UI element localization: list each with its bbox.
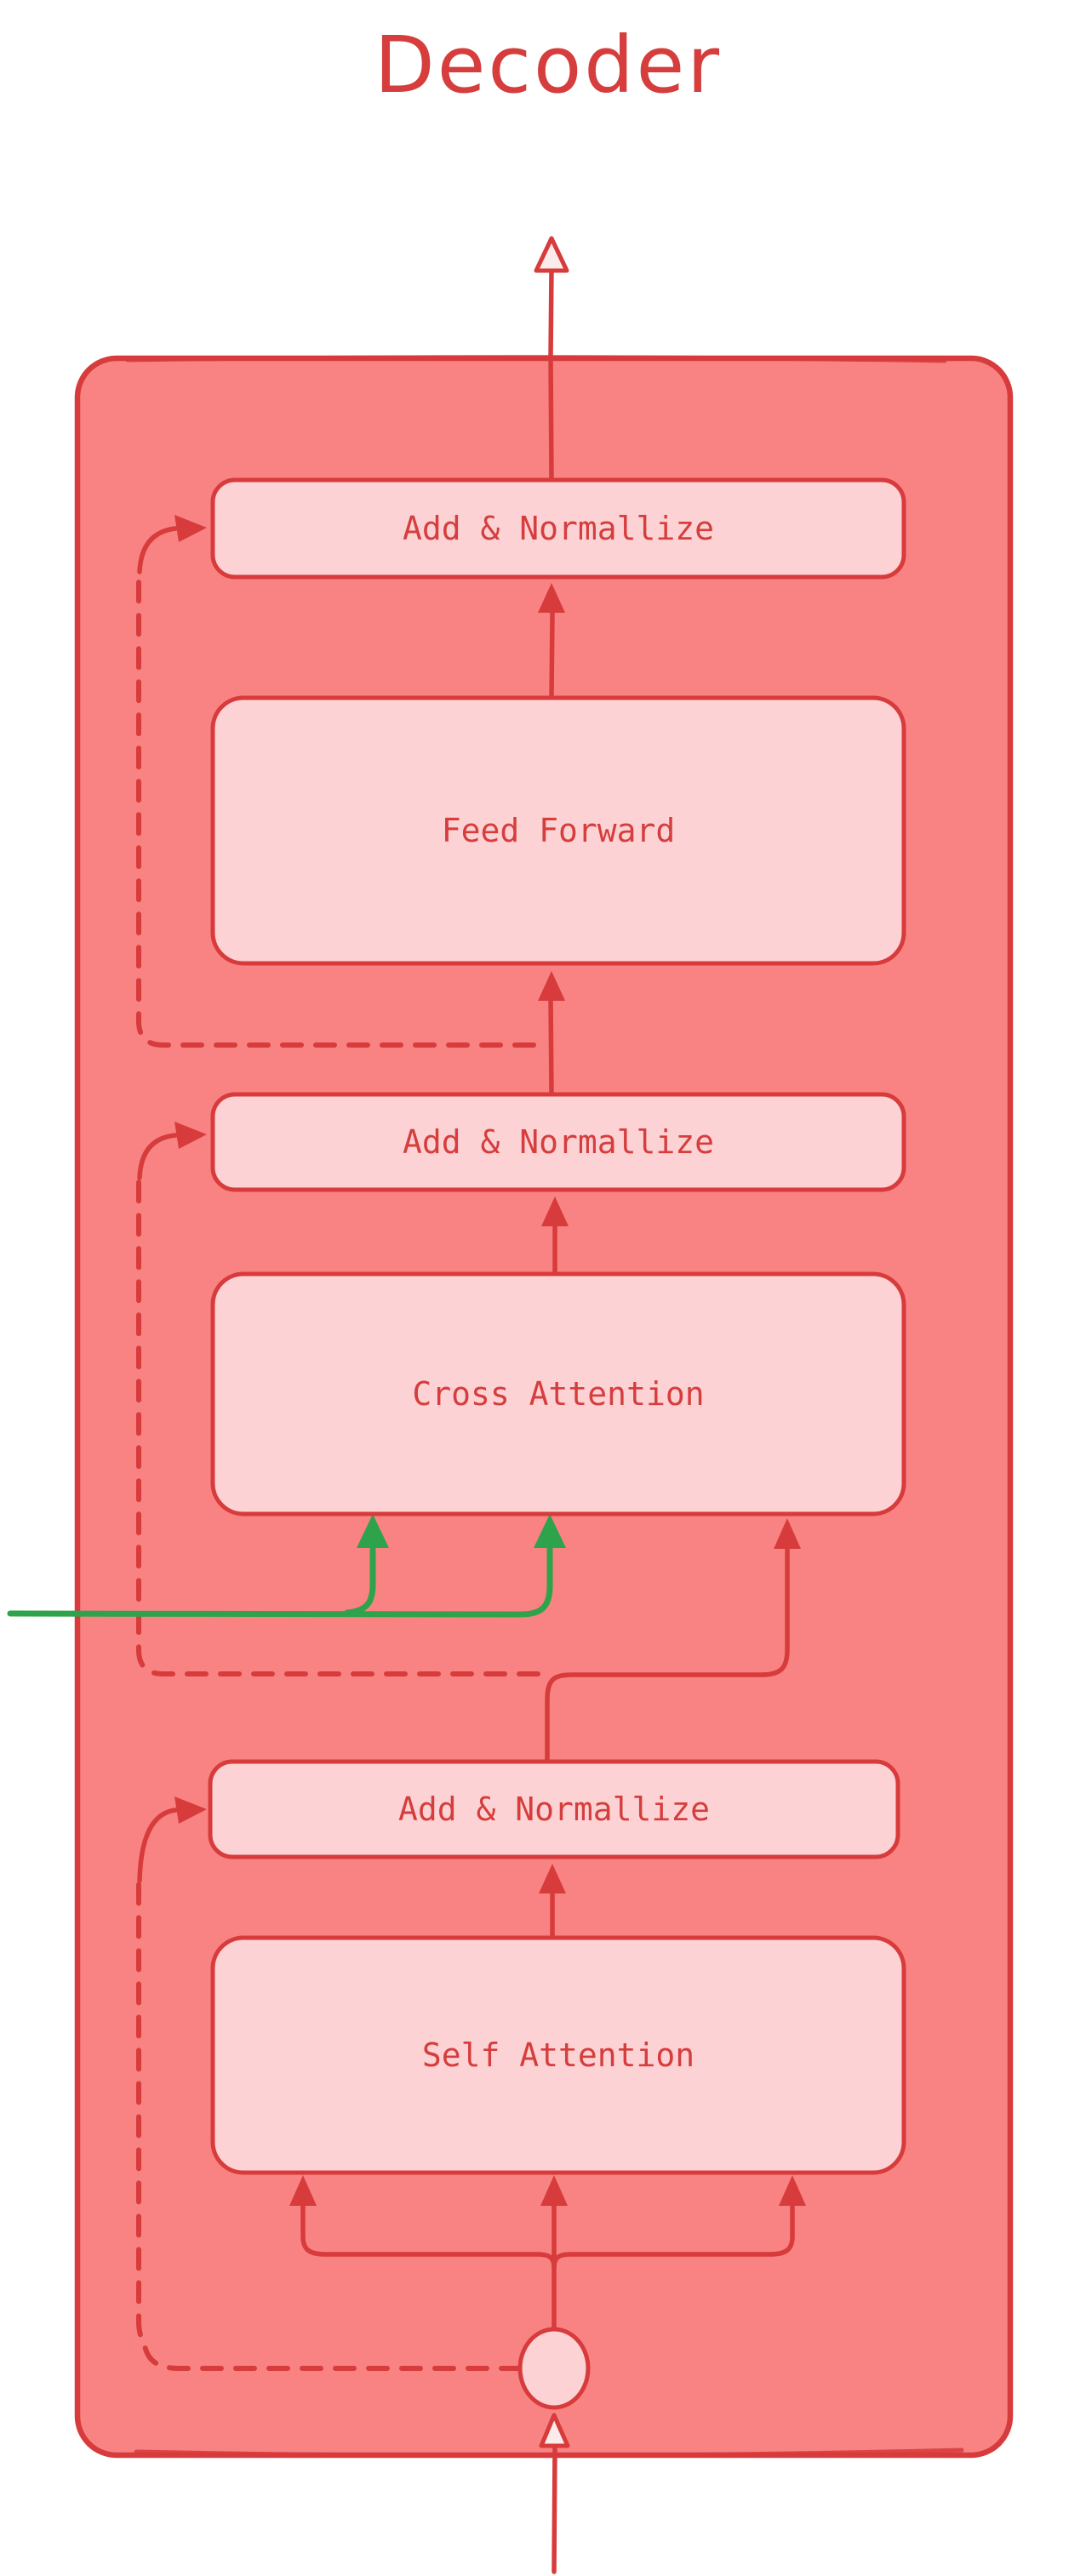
residual-bottom-arrowhead-icon bbox=[174, 1796, 207, 1824]
arrow-addnorm-middle-to-feedforward bbox=[538, 971, 565, 1097]
output-arrowhead-icon bbox=[534, 236, 569, 273]
container-top-overdraw bbox=[125, 355, 947, 363]
self-attention-input-split bbox=[289, 2175, 806, 2331]
block-label: Self Attention bbox=[422, 2036, 694, 2074]
input-arrowhead-icon bbox=[539, 2413, 570, 2448]
arrowhead-icon bbox=[539, 1864, 566, 1893]
encoder-arrowhead-right-icon bbox=[534, 1514, 566, 1548]
arrowhead-icon bbox=[538, 971, 565, 1001]
block-feed-forward: Feed Forward bbox=[210, 695, 906, 966]
container-bottom-overdraw bbox=[134, 2447, 964, 2459]
block-self-attention: Self Attention bbox=[210, 1935, 906, 2175]
arrowhead-icon bbox=[541, 1197, 569, 1226]
split-arrowhead-right-icon bbox=[779, 2175, 806, 2206]
block-add-normalize-bottom: Add & Normallize bbox=[208, 1759, 900, 1859]
residual-path-top bbox=[136, 515, 536, 1048]
output-arrow bbox=[534, 236, 569, 483]
block-label: Feed Forward bbox=[442, 812, 676, 849]
arrow-feedforward-to-addnorm-top bbox=[538, 583, 565, 700]
residual-path-middle bbox=[136, 1122, 540, 1676]
residual-path-bottom bbox=[136, 1796, 523, 2371]
block-cross-attention: Cross Attention bbox=[210, 1271, 906, 1516]
input-junction-circle bbox=[517, 2327, 591, 2410]
residual-top-arrowhead-icon bbox=[174, 515, 207, 542]
encoder-arrowhead-left-icon bbox=[357, 1514, 389, 1548]
block-add-normalize-top: Add & Normallize bbox=[210, 477, 906, 580]
arrow-selfattention-to-addnorm-bottom bbox=[539, 1864, 566, 1940]
split-arrowhead-left-icon bbox=[289, 2175, 317, 2206]
split-arrowhead-center-icon bbox=[540, 2175, 568, 2206]
query-arrowhead-icon bbox=[774, 1518, 801, 1549]
residual-middle-arrowhead-icon bbox=[174, 1122, 207, 1149]
query-path-arrow bbox=[545, 1518, 801, 1764]
arrow-crossattention-to-addnorm-middle bbox=[541, 1197, 569, 1274]
block-add-normalize-middle: Add & Normallize bbox=[210, 1092, 906, 1192]
encoder-input-arrows bbox=[7, 1514, 566, 1618]
block-label: Add & Normallize bbox=[398, 1791, 710, 1828]
block-label: Cross Attention bbox=[412, 1375, 704, 1413]
block-label: Add & Normallize bbox=[403, 510, 714, 547]
input-arrow bbox=[539, 2413, 570, 2574]
arrowhead-icon bbox=[538, 583, 565, 613]
page-title: Decoder bbox=[374, 20, 722, 111]
block-label: Add & Normallize bbox=[403, 1123, 714, 1161]
